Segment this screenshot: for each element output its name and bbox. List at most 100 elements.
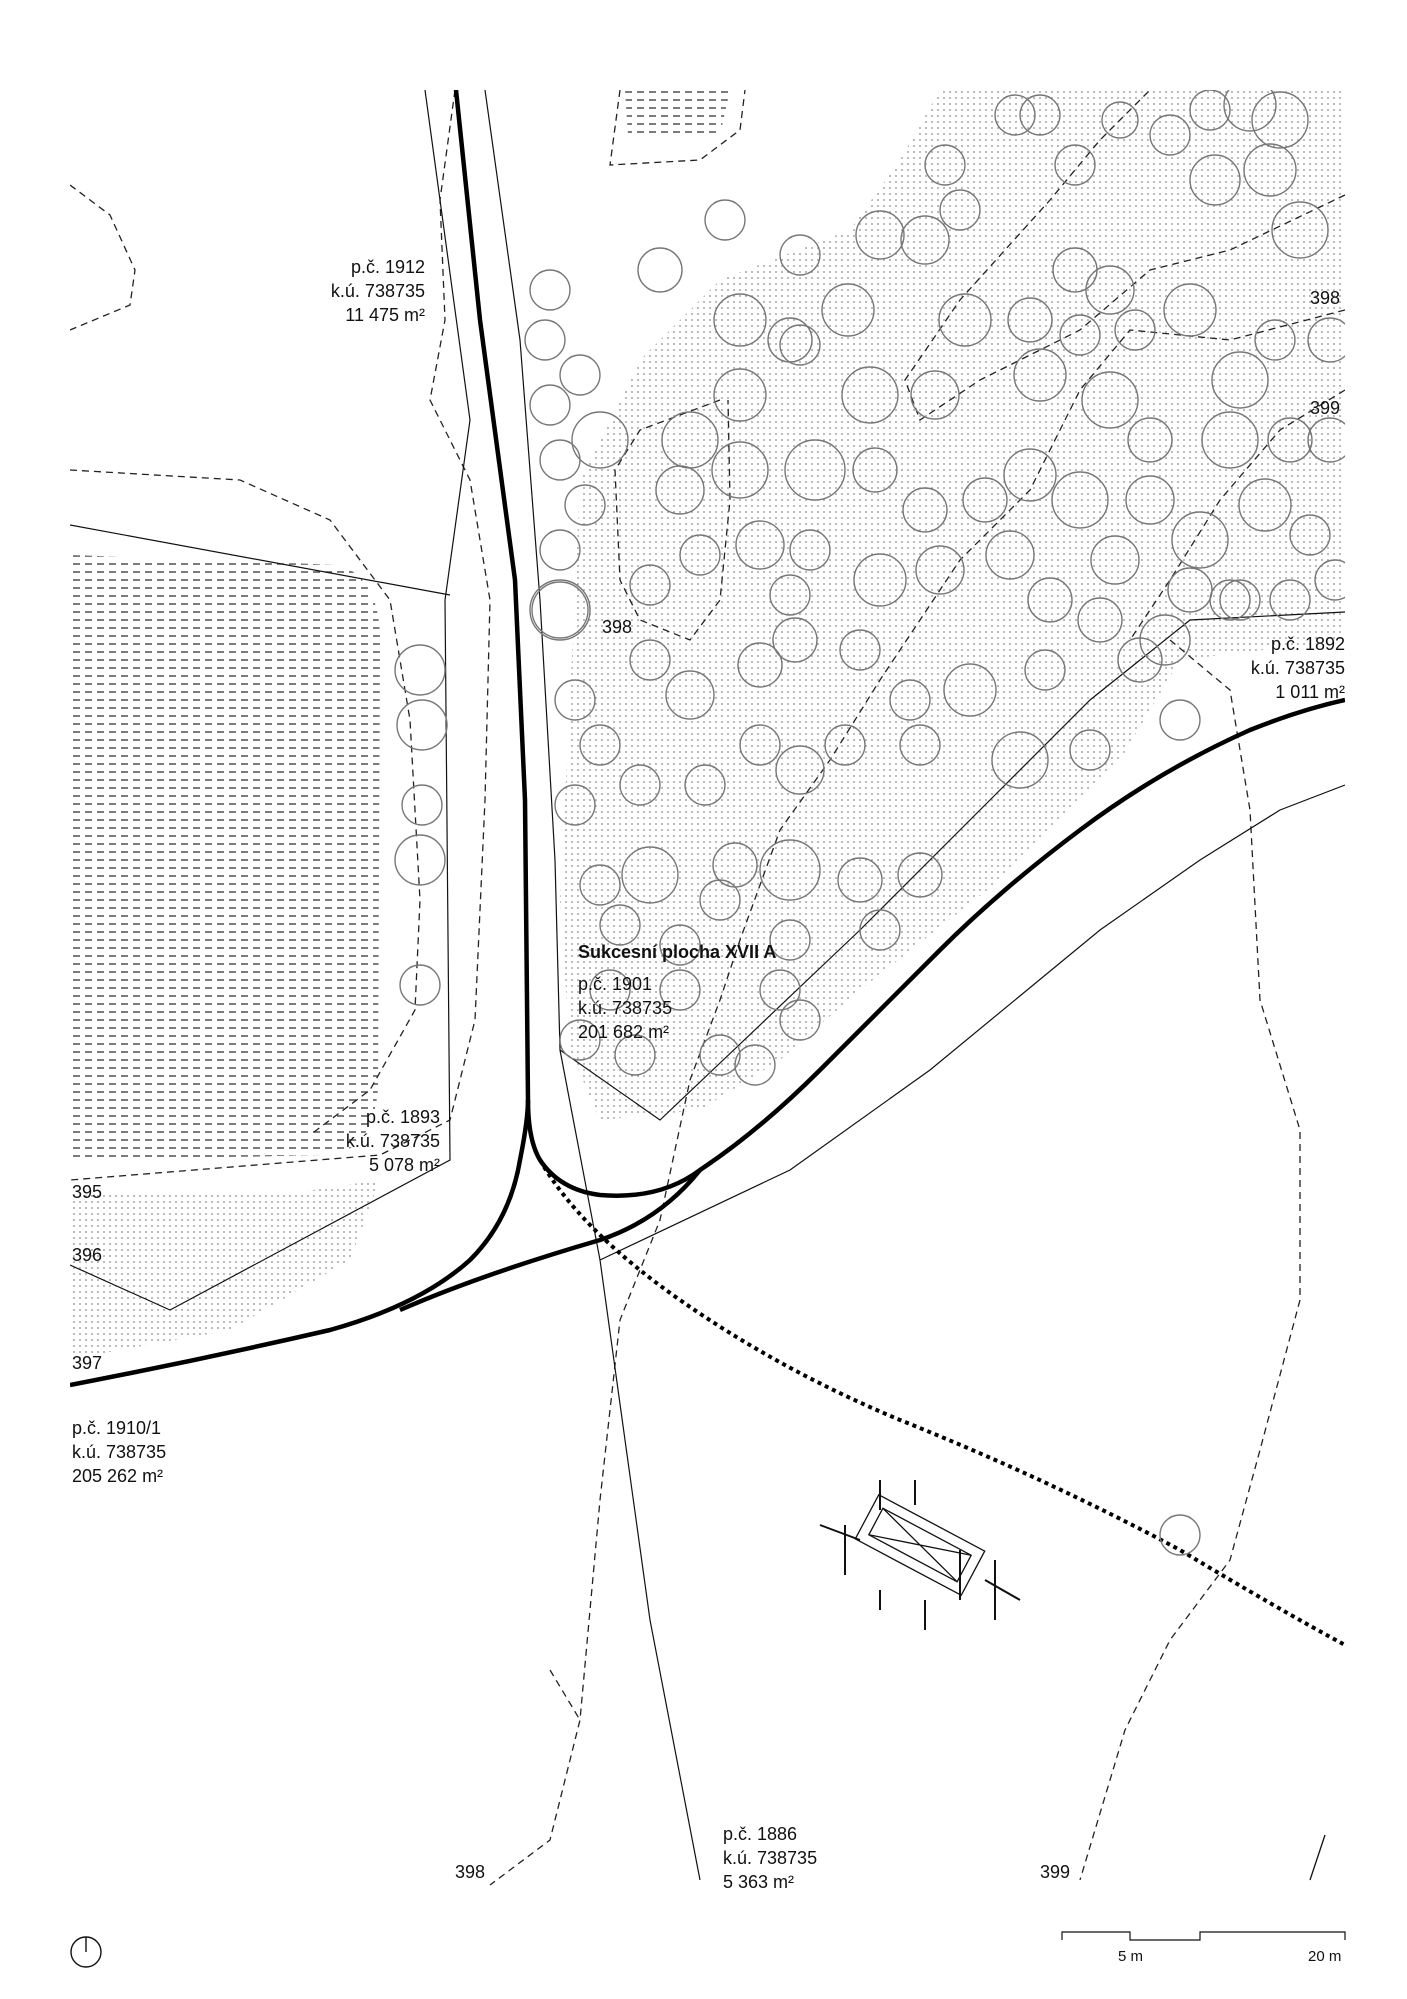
tree-icon (599, 904, 641, 946)
tree-icon (889, 679, 931, 721)
tree-icon (1007, 297, 1053, 343)
tree-icon (637, 247, 683, 293)
tree-icon (1085, 265, 1135, 315)
tree-icon (699, 879, 741, 921)
tree-icon (910, 370, 960, 420)
tree-icon (711, 441, 769, 499)
tree-icon (1127, 417, 1173, 463)
tree-icon (579, 724, 621, 766)
tree-icon (394, 834, 446, 886)
tree-icon (665, 670, 715, 720)
tree-icon (1054, 144, 1096, 186)
tree-icon (779, 324, 821, 366)
tree-icon (1238, 478, 1292, 532)
tree-icon (589, 969, 631, 1011)
tree-icon (900, 215, 950, 265)
contour-label: 395 (72, 1182, 103, 1202)
tree-icon (1114, 309, 1156, 351)
tree-icon (985, 530, 1035, 580)
tree-icon (735, 520, 785, 570)
tree-icon (629, 639, 671, 681)
tree-icon (769, 574, 811, 616)
tree-icon (554, 679, 596, 721)
tree-icon (559, 1019, 601, 1061)
tree-icon (1171, 511, 1229, 569)
tree-icon (897, 852, 943, 898)
tree-icon (1090, 535, 1140, 585)
tree-icon (915, 545, 965, 595)
tree-icon (1013, 348, 1067, 402)
tree-icon (769, 919, 811, 961)
tree-icon (1125, 475, 1175, 525)
field-hatched (70, 555, 380, 1160)
tree-icon (713, 368, 767, 422)
tree-icon (659, 924, 701, 966)
tree-icon (991, 731, 1049, 789)
tree-icon (539, 439, 581, 481)
tree-icon (524, 319, 566, 361)
tree-icon (1307, 317, 1345, 363)
tree-icon (655, 465, 705, 515)
tree-icon (1101, 101, 1139, 139)
tree-icon (1271, 201, 1329, 259)
tree-icon (1019, 94, 1061, 136)
tree-icon (529, 384, 571, 426)
tree-icon (1149, 114, 1191, 156)
tree-icon (1269, 579, 1311, 621)
tree-icon (839, 629, 881, 671)
contour-label: 397 (72, 1353, 103, 1373)
tree-icon (779, 999, 821, 1041)
tree-icon (994, 94, 1036, 136)
tree-icon (1003, 448, 1057, 502)
tree-icon (899, 724, 941, 766)
tree-icon (737, 642, 783, 688)
tree-icon (824, 724, 866, 766)
tree-icon (837, 857, 883, 903)
tree-group (394, 90, 1345, 1556)
contour-label: 398 (602, 617, 633, 637)
tree-icon (684, 764, 726, 806)
tree-icon (841, 366, 899, 424)
tree-icon (1209, 579, 1251, 621)
tree-icon (1051, 471, 1109, 529)
tree-icon (1163, 283, 1217, 337)
tree-icon (529, 269, 571, 311)
tree-icon (1069, 729, 1111, 771)
tree-icon (629, 564, 671, 606)
tree-icon (529, 579, 591, 641)
tree-icon (759, 839, 821, 901)
scale-bar (1061, 1931, 1346, 1941)
tree-icon (1251, 91, 1309, 149)
tree-icon (1223, 90, 1277, 132)
tree-icon (1314, 559, 1345, 601)
tree-icon (1159, 699, 1201, 741)
tree-icon (902, 487, 948, 533)
tree-icon (852, 447, 898, 493)
tree-icon (401, 784, 443, 826)
scale-label-5m: 5 m (1118, 1948, 1144, 1965)
contour-label: 398 (1310, 288, 1341, 308)
tree-icon (939, 189, 981, 231)
tree-icon (704, 199, 746, 241)
scale-label-20m: 20 m (1308, 1948, 1342, 1965)
tree-icon (564, 484, 606, 526)
tree-icon (1081, 371, 1139, 429)
tree-icon (784, 439, 846, 501)
tree-icon (779, 234, 821, 276)
tree-icon (713, 293, 767, 347)
tree-icon (962, 477, 1008, 523)
tree-icon (855, 210, 905, 260)
tree-icon (859, 909, 901, 951)
tree-icon (924, 144, 966, 186)
tree-icon (699, 1034, 741, 1076)
tree-icon (1077, 597, 1123, 643)
structure-icon (819, 1480, 1021, 1630)
tree-icon (396, 699, 448, 751)
tree-icon (1117, 637, 1163, 683)
tree-icon (943, 663, 997, 717)
